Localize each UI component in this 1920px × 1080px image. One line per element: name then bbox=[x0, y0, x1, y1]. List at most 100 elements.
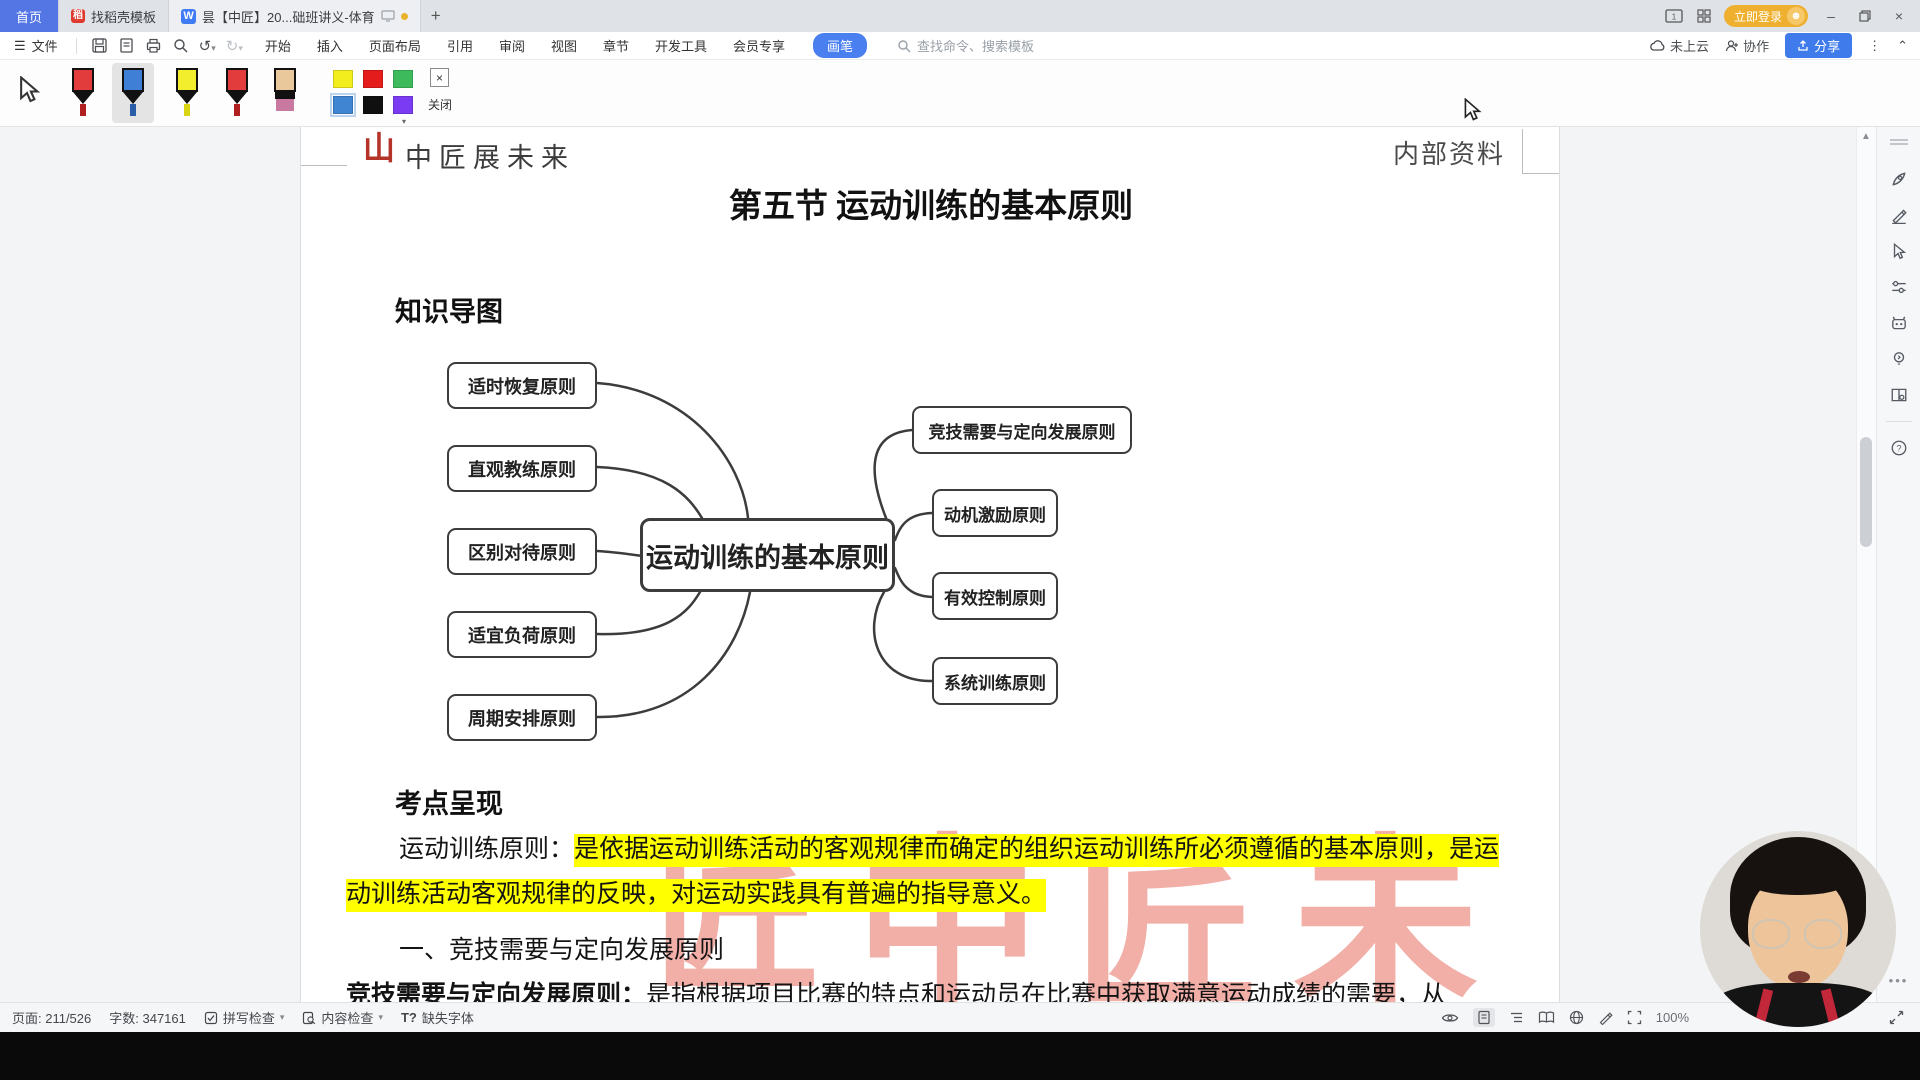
swatch-red[interactable] bbox=[363, 70, 383, 88]
undo-button[interactable]: ↺▾ bbox=[198, 37, 216, 55]
share-button[interactable]: 分享 bbox=[1785, 33, 1853, 58]
export-pdf-icon[interactable] bbox=[118, 37, 135, 54]
fit-page-icon[interactable] bbox=[1627, 1010, 1642, 1025]
tab-home[interactable]: 首页 bbox=[0, 0, 60, 32]
read-mode-icon[interactable] bbox=[1538, 1011, 1555, 1024]
document-canvas[interactable]: 匠 中匠未来 山 中匠展未来 内部资料 第五节 运动训练的基本原则 知识导图 考… bbox=[0, 127, 1920, 1002]
swatch-yellow[interactable] bbox=[333, 70, 353, 88]
sidebar-drag-handle[interactable] bbox=[1889, 139, 1908, 145]
mindmap-node-effective-control[interactable]: 有效控制原则 bbox=[932, 572, 1058, 620]
file-menu[interactable]: ☰ 文件 bbox=[0, 36, 70, 55]
red-marker-pen[interactable] bbox=[70, 68, 96, 120]
page-indicator[interactable]: 页面: 211/526 bbox=[12, 1011, 92, 1026]
content-check-button[interactable]: 内容检查 ▾ bbox=[302, 1008, 383, 1027]
swatch-green[interactable] bbox=[393, 70, 413, 88]
settings-sliders-icon[interactable] bbox=[1890, 278, 1908, 296]
web-layout-icon[interactable] bbox=[1569, 1010, 1584, 1025]
annotate-pen-icon[interactable] bbox=[1890, 206, 1908, 224]
tab-home-label: 首页 bbox=[16, 9, 43, 25]
outline-view-icon[interactable] bbox=[1509, 1011, 1524, 1024]
mindmap-node-motivation[interactable]: 动机激励原则 bbox=[932, 489, 1058, 537]
close-brush-mode-button[interactable]: × bbox=[430, 68, 449, 87]
section-title: 第五节 运动训练的基本原则 bbox=[728, 189, 1134, 225]
screen-sync-icon bbox=[381, 10, 395, 22]
page-view-icon bbox=[1478, 1010, 1490, 1025]
mindmap-node-timely-recovery[interactable]: 适时恢复原则 bbox=[447, 362, 597, 409]
spell-check-button[interactable]: 拼写检查 ▾ bbox=[204, 1008, 284, 1027]
sidebar-more-dots[interactable]: ••• bbox=[1888, 973, 1909, 988]
scroll-up-arrow[interactable]: ▲ bbox=[1861, 131, 1871, 142]
help-icon[interactable]: ? bbox=[1890, 439, 1908, 457]
content-check-icon bbox=[303, 1011, 316, 1024]
close-button[interactable]: × bbox=[1894, 8, 1904, 24]
menu-view[interactable]: 视图 bbox=[550, 39, 577, 54]
more-menu-button[interactable]: ⋮ bbox=[1868, 37, 1882, 53]
brush-mode-button[interactable]: 画笔 bbox=[813, 33, 868, 58]
missing-font-button[interactable]: T? 缺失字体 bbox=[401, 1008, 474, 1027]
new-tab-button[interactable]: + bbox=[430, 6, 441, 25]
more-colors-caret[interactable]: ▾ bbox=[402, 117, 407, 126]
definition-line-1: 运动训练原则：是依据运动训练活动的客观规律而确定的组织运动训练所必须遵循的基本原… bbox=[399, 829, 1500, 867]
menu-start[interactable]: 开始 bbox=[264, 39, 291, 54]
lightbulb-tips-icon[interactable] bbox=[1890, 350, 1908, 368]
word-count[interactable]: 字数: 347161 bbox=[109, 1011, 186, 1026]
eye-protect-icon[interactable] bbox=[1441, 1011, 1459, 1025]
command-search[interactable]: 查找命令、搜索模板 bbox=[897, 36, 1034, 55]
window-one-icon[interactable]: 1 bbox=[1664, 8, 1684, 24]
mindmap-node-systematic-training[interactable]: 系统训练原则 bbox=[932, 657, 1058, 705]
menu-insert[interactable]: 插入 bbox=[316, 39, 343, 54]
presenter-webcam bbox=[1700, 831, 1896, 1027]
fullscreen-icon[interactable] bbox=[1889, 1010, 1904, 1025]
tab-document[interactable]: W 昙【中匠】20...础班讲义-体育 bbox=[169, 0, 421, 32]
vertical-scrollbar[interactable] bbox=[1856, 127, 1876, 1002]
mindmap-node-differential-treatment[interactable]: 区别对待原则 bbox=[447, 528, 597, 575]
scrollbar-thumb[interactable] bbox=[1860, 437, 1872, 547]
hamburger-icon: ☰ bbox=[14, 37, 26, 53]
menu-section[interactable]: 章节 bbox=[602, 39, 629, 54]
save-icon[interactable] bbox=[91, 37, 108, 54]
redo-button[interactable]: ↻▾ bbox=[225, 37, 243, 55]
select-cursor-tool[interactable] bbox=[18, 76, 42, 104]
blue-marker-pen-selected[interactable] bbox=[120, 68, 146, 120]
collaborate-button[interactable]: 协作 bbox=[1725, 36, 1769, 55]
mindmap-node-competition-needs[interactable]: 竞技需要与定向发展原则 bbox=[912, 406, 1132, 454]
missing-font-icon: T? bbox=[400, 1010, 417, 1025]
menu-dev-tools[interactable]: 开发工具 bbox=[655, 39, 708, 54]
bottom-letterbox bbox=[0, 1032, 1920, 1080]
menu-review[interactable]: 审阅 bbox=[498, 39, 525, 54]
grid-apps-icon[interactable] bbox=[1696, 8, 1712, 24]
cloud-status[interactable]: 未上云 bbox=[1649, 36, 1709, 55]
dictionary-lookup-icon[interactable] bbox=[1890, 386, 1908, 404]
tab-docer-templates[interactable]: 稻 找稻壳模板 bbox=[59, 0, 170, 32]
minimize-button[interactable]: – bbox=[1827, 8, 1835, 24]
zoom-level[interactable]: 100% bbox=[1655, 1010, 1689, 1025]
ink-pen-icon[interactable] bbox=[1598, 1010, 1613, 1025]
rocket-quickstart-icon[interactable] bbox=[1890, 170, 1908, 188]
menu-page-layout[interactable]: 页面布局 bbox=[368, 39, 421, 54]
ai-robot-icon[interactable] bbox=[1890, 314, 1908, 332]
print-preview-icon[interactable] bbox=[172, 37, 189, 54]
page-view-button[interactable] bbox=[1472, 1008, 1495, 1027]
print-icon[interactable] bbox=[145, 37, 162, 54]
glasses-right-lens bbox=[1804, 919, 1842, 949]
login-button[interactable]: 立即登录 ☻ bbox=[1723, 5, 1808, 27]
mindmap-node-cycle-arrangement[interactable]: 周期安排原则 bbox=[447, 694, 597, 741]
close-brush-mode-label: 关闭 bbox=[427, 98, 452, 112]
swatch-black[interactable] bbox=[363, 96, 383, 114]
red-highlighter-pen[interactable] bbox=[224, 68, 250, 120]
menu-references[interactable]: 引用 bbox=[446, 39, 473, 54]
mindmap-center-node[interactable]: 运动训练的基本原则 bbox=[640, 518, 895, 592]
presenter-mouth bbox=[1788, 971, 1810, 983]
mindmap-node-appropriate-load[interactable]: 适宜负荷原则 bbox=[447, 611, 597, 658]
yellow-highlighter-pen[interactable] bbox=[174, 68, 200, 120]
menu-member[interactable]: 会员专享 bbox=[733, 39, 786, 54]
select-arrow-icon[interactable] bbox=[1890, 242, 1908, 260]
swatch-blue-selected[interactable] bbox=[330, 93, 356, 117]
mindmap-node-visual-coaching[interactable]: 直观教练原则 bbox=[447, 445, 597, 492]
status-bar: 页面: 211/526 字数: 347161 拼写检查 ▾ 内容检查 ▾ bbox=[0, 1002, 1920, 1032]
tan-eraser-pen[interactable] bbox=[272, 68, 298, 120]
collapse-ribbon-button[interactable]: ⌃ bbox=[1897, 37, 1908, 53]
content-check-label: 内容检查 bbox=[321, 1011, 374, 1026]
swatch-purple[interactable] bbox=[393, 96, 413, 114]
restore-button[interactable] bbox=[1854, 9, 1876, 23]
